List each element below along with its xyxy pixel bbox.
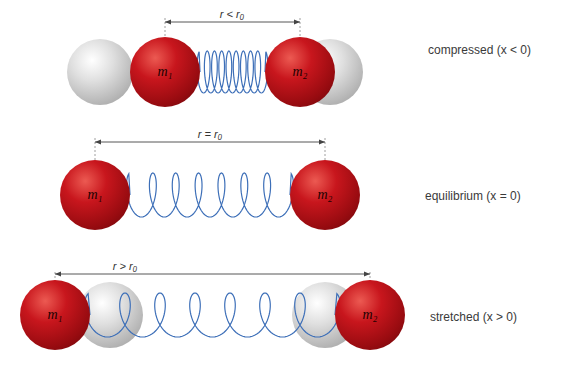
guide-lines [55, 18, 370, 315]
dimension-arrow [55, 274, 370, 275]
mass-label: m₂ [293, 64, 308, 80]
distance-label: r > r₀ [113, 256, 138, 274]
state-label: equilibrium (x = 0) [425, 186, 521, 204]
mass-ball: m₁ [60, 160, 130, 230]
mass-ball: m₁ [130, 37, 200, 107]
distance-label: r = r₀ [198, 124, 223, 142]
dimension-arrow [165, 22, 300, 23]
state-label: compressed (x < 0) [428, 40, 531, 58]
spring-coil [127, 173, 294, 217]
state-text: compressed (x < 0) [428, 43, 531, 57]
distance-text: r < r₀ [220, 8, 245, 20]
dimension-arrow [95, 142, 325, 143]
distance-text: r = r₀ [198, 128, 223, 140]
mass-label: m₂ [318, 187, 333, 203]
mass-label: m₁ [158, 64, 173, 80]
state-label: stretched (x > 0) [430, 307, 517, 325]
ghost-ball [67, 39, 133, 105]
mass-ball: m₂ [335, 280, 405, 350]
dimension-lines [55, 22, 370, 274]
mass-label: m₂ [363, 307, 378, 323]
spring-coil [85, 293, 341, 337]
mass-label: m₁ [88, 187, 103, 203]
state-text: equilibrium (x = 0) [425, 189, 521, 203]
mass-ball: m₂ [290, 160, 360, 230]
mass-ball: m₂ [265, 37, 335, 107]
distance-label: r < r₀ [220, 4, 245, 22]
mass-label: m₁ [48, 307, 63, 323]
state-text: stretched (x > 0) [430, 310, 517, 324]
distance-text: r > r₀ [113, 260, 138, 272]
spring-coil [197, 51, 268, 93]
mass-ball: m₁ [20, 280, 90, 350]
